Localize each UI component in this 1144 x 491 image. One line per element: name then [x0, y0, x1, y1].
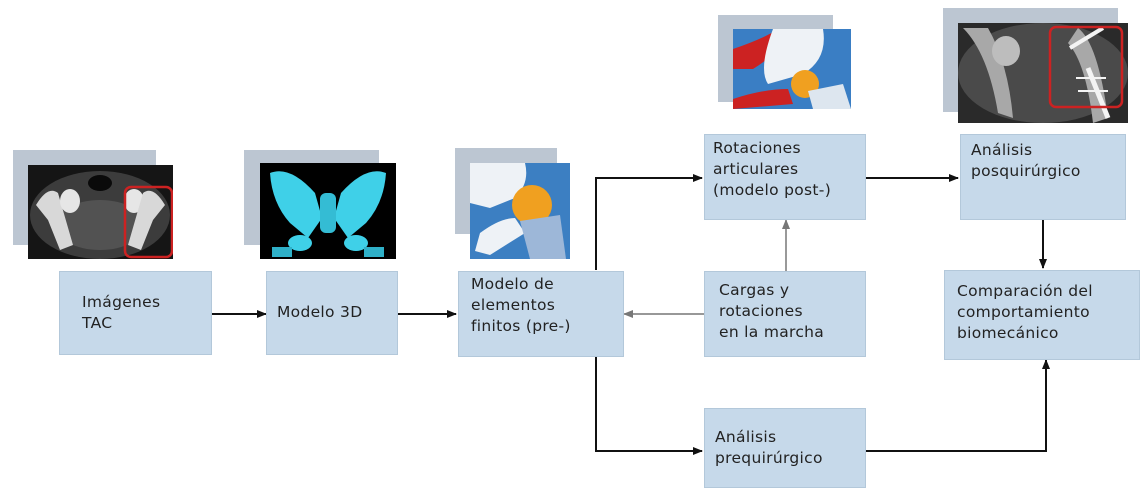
arrow-pre-to-compare — [866, 359, 1050, 452]
box-rotaciones-line-2: articulares — [713, 160, 799, 178]
box-comparacion-line-1: Comparación del — [957, 282, 1093, 300]
box-rotaciones-line-3: (modelo post-) — [713, 181, 832, 199]
arrow-fem-to-rotations — [595, 174, 703, 270]
xray-image — [958, 23, 1128, 123]
box-imagenes-tac-line-1: Imágenes — [82, 293, 161, 311]
box-analisis-posquirurgico: Análisis posquirúrgico — [960, 134, 1126, 220]
box-modelo-3d-line-1: Modelo 3D — [277, 303, 363, 321]
pelvis-3d-image — [260, 163, 396, 259]
box-rotaciones-line-1: Rotaciones — [713, 139, 801, 157]
box-modelo-elementos-finitos: Modelo de elementos finitos (pre-) — [458, 271, 624, 357]
box-modelo-3d: Modelo 3D — [266, 271, 398, 355]
box-fem-line-1: Modelo de — [471, 275, 555, 293]
ct-scan-image — [28, 165, 173, 259]
box-cargas-line-1: Cargas y — [719, 281, 790, 299]
box-analisis-prequirurgico: Análisis prequirúrgico — [704, 408, 866, 488]
box-fem-line-2: elementos — [471, 296, 556, 314]
box-comparacion-comportamiento: Comparación del comportamiento biomecáni… — [944, 270, 1140, 360]
box-prequirurgico-line-2: prequirúrgico — [715, 449, 823, 467]
box-imagenes-tac: Imágenes TAC — [59, 271, 212, 355]
box-comparacion-line-2: comportamiento — [957, 303, 1090, 321]
box-comparacion-line-3: biomecánico — [957, 324, 1059, 342]
box-rotaciones-articulares: Rotaciones articulares (modelo post-) — [704, 134, 866, 220]
box-posquirurgico-line-1: Análisis — [971, 141, 1033, 159]
box-imagenes-tac-line-2: TAC — [82, 314, 113, 332]
box-cargas-line-3: en la marcha — [719, 323, 825, 341]
femur-model-image — [470, 163, 570, 259]
box-cargas-line-2: rotaciones — [719, 302, 803, 320]
box-posquirurgico-line-2: posquirúrgico — [971, 162, 1081, 180]
box-cargas-rotaciones: Cargas y rotaciones en la marcha — [704, 271, 866, 357]
arrow-fem-to-pre — [595, 357, 703, 455]
box-fem-line-3: finitos (pre-) — [471, 317, 571, 335]
rotations-model-image — [733, 29, 851, 109]
box-prequirurgico-line-1: Análisis — [715, 428, 777, 446]
